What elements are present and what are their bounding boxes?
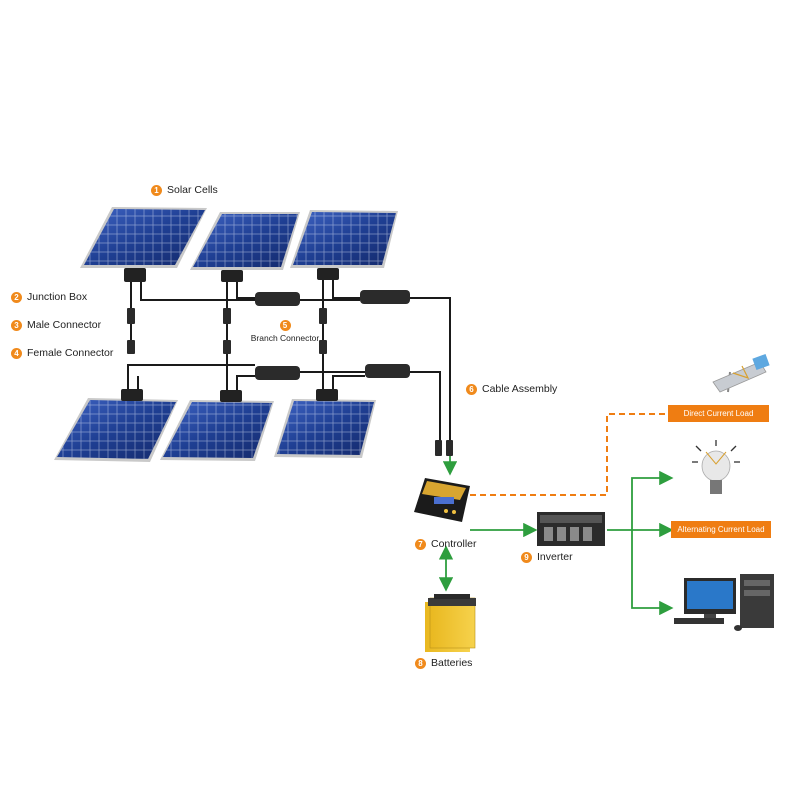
label-text: Solar Cells [167,184,218,196]
solar-panel-bottom-2 [160,400,274,461]
dc-load-tag: Direct Current Load [668,405,769,422]
marker-9: 9 [521,551,532,563]
label-batteries: 8 Batteries [415,657,472,669]
label-male-connector: 3 Male Connector [11,319,101,331]
label-text: Female Connector [27,347,114,359]
junction-boxes [121,268,339,402]
cables [127,280,451,455]
label-solar-cells: 1 Solar Cells [151,184,218,196]
label-text: Male Connector [27,319,102,331]
label-text: Inverter [537,551,573,563]
solar-panel-bottom-1 [54,398,178,462]
label-text: Batteries [431,657,473,669]
label-female-connector: 4 Female Connector [11,347,113,359]
label-branch-connector: 5 Branch Connector [250,320,320,343]
label-cable-assembly: 6 Cable Assembly [466,383,557,395]
dc-load-line [470,413,668,496]
solar-panel-bottom-3 [274,399,376,458]
marker-1: 1 [151,184,162,196]
solar-panel-top-1 [80,207,207,268]
flow-arrows [438,456,674,616]
branch-connectors [255,290,410,380]
solar-panel-top-2 [190,212,300,270]
marker-3: 3 [11,319,22,331]
connectors [127,308,453,456]
label-text: Cable Assembly [482,383,558,395]
controller-device [414,478,470,522]
solar-panel-top-3 [290,210,398,268]
label-text: Junction Box [27,291,88,303]
battery-bank [425,594,476,652]
marker-2: 2 [11,291,22,303]
inverter-device [537,512,605,546]
desktop-computer [674,574,774,631]
label-inverter: 9 Inverter [521,551,573,563]
ac-load-tag: Alternating Current Load [671,521,771,538]
marker-8: 8 [415,657,426,669]
street-lamp [712,353,770,393]
marker-6: 6 [466,383,477,395]
label-text: Branch Connector [250,333,320,343]
label-text: Controller [431,538,477,550]
marker-4: 4 [11,347,22,359]
light-bulb [692,440,740,494]
label-junction-box: 2 Junction Box [11,291,87,303]
marker-7: 7 [415,538,426,550]
label-controller: 7 Controller [415,538,477,550]
marker-5: 5 [279,320,291,331]
